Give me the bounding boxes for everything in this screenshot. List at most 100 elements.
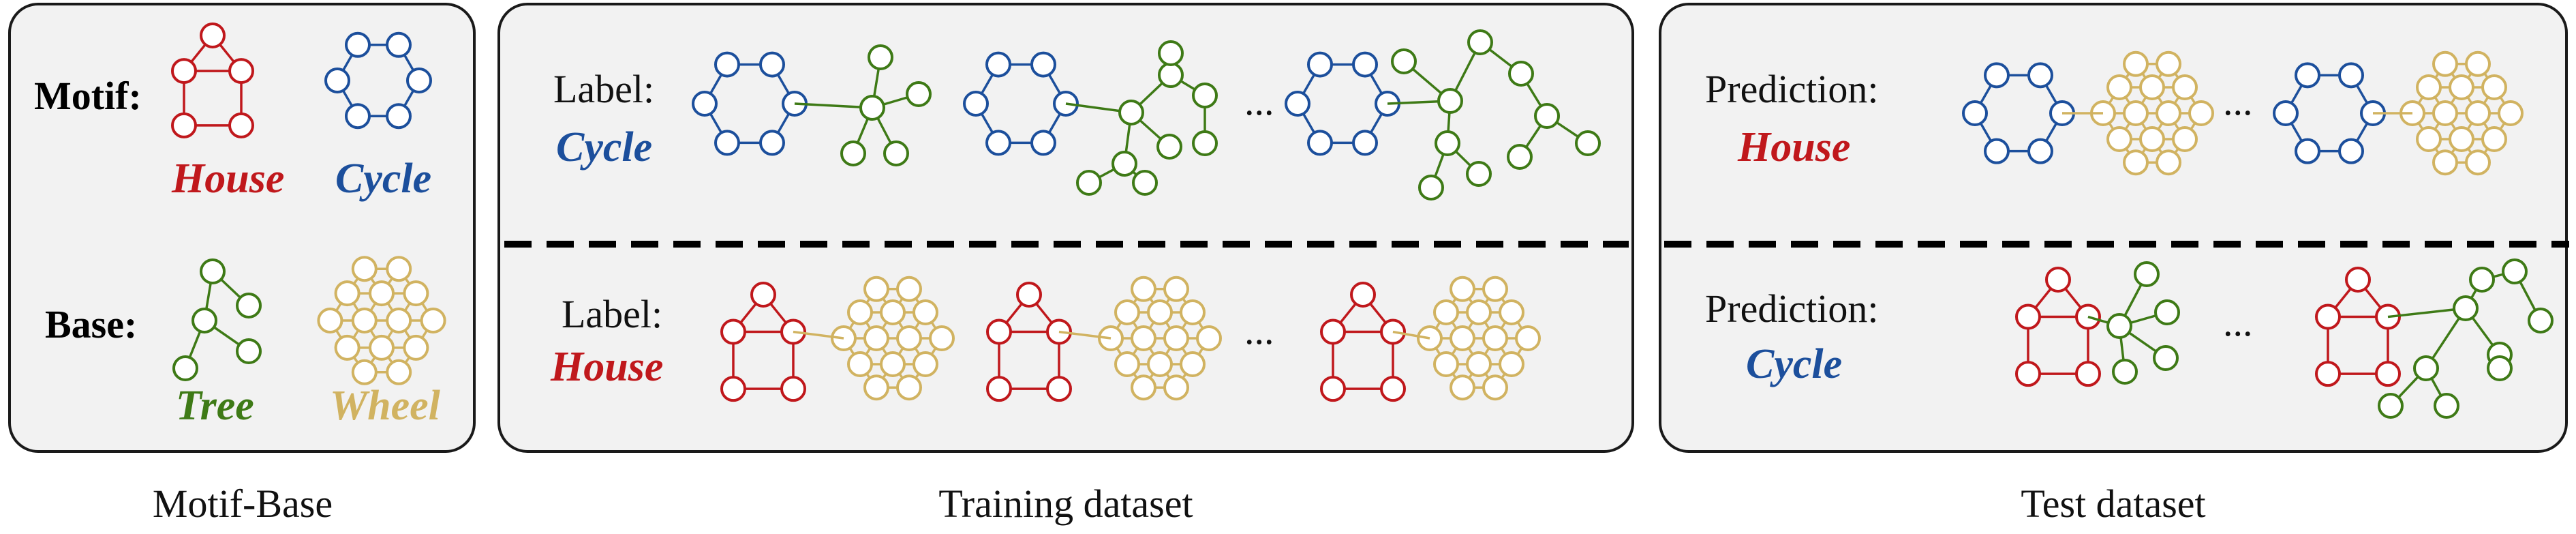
graph-node: [986, 376, 1012, 402]
graph-node: [1499, 299, 1524, 325]
graph-node: [1507, 144, 1533, 170]
graph-node: [2123, 100, 2149, 126]
test-cycle-sample-2: [2315, 258, 2554, 419]
graph-node: [1466, 161, 1492, 187]
graph-node: [2106, 74, 2132, 100]
graph-node: [1433, 299, 1459, 325]
graph-node: [2172, 126, 2198, 152]
training-house-sample-1: [720, 276, 955, 402]
graph-node: [929, 325, 955, 351]
graph-node: [345, 31, 371, 58]
training-house-sample-3: [1320, 276, 1541, 402]
graph-node: [317, 308, 343, 333]
motif-house-graph: [171, 23, 254, 138]
graph-node: [236, 293, 262, 318]
training-row1-class: Cycle: [556, 124, 652, 170]
graph-node: [2416, 74, 2442, 100]
graph-node: [985, 51, 1011, 78]
graph-node: [1984, 62, 2010, 89]
test-row2-label: Prediction:: [1705, 286, 1879, 331]
graph-node: [369, 280, 395, 307]
graph-node: [1180, 299, 1206, 325]
graph-node: [759, 130, 785, 156]
graph-node: [2453, 295, 2479, 321]
graph-node: [2487, 355, 2513, 381]
graph-node: [369, 334, 395, 361]
graph-node: [386, 359, 412, 385]
graph-node: [1192, 130, 1218, 156]
graph-node: [351, 359, 378, 385]
graph-node: [1450, 325, 1475, 351]
graph-node: [2375, 361, 2401, 387]
graph-node: [2123, 149, 2149, 176]
graph-node: [420, 308, 446, 333]
graph-drawings: [171, 23, 2554, 419]
graph-node: [1307, 130, 1333, 156]
graph-node: [1391, 48, 1417, 74]
graph-node: [406, 68, 432, 93]
graph-node: [692, 91, 718, 117]
graph-node: [868, 44, 893, 70]
graph-node: [1515, 325, 1541, 351]
graph-node: [228, 58, 254, 85]
graph-node: [403, 280, 429, 307]
graph-node: [2469, 267, 2495, 293]
graph-node: [759, 51, 785, 78]
graph-node: [1131, 276, 1156, 302]
test-house-sample-1: [1962, 50, 2214, 176]
graph-node: [2465, 100, 2491, 126]
graph-node: [1030, 51, 1056, 78]
graph-node: [2345, 267, 2371, 293]
graph-node: [172, 355, 198, 381]
graph-node: [228, 112, 254, 138]
test-row1-ellipsis: ...: [2223, 79, 2253, 123]
graph-node: [2481, 126, 2507, 152]
graph-node: [351, 256, 378, 282]
graph-node: [2449, 74, 2474, 100]
graph-node: [880, 299, 906, 325]
graph-node: [1499, 351, 1524, 377]
graph-node: [1450, 276, 1475, 302]
graph-node: [1131, 374, 1156, 401]
graph-node: [1984, 138, 2010, 164]
graph-node: [1163, 374, 1189, 401]
house-name: House: [171, 155, 284, 202]
test-panel: [1659, 3, 2568, 453]
graph-node: [1131, 325, 1156, 351]
graph-node: [2465, 149, 2491, 176]
graph-node: [1016, 282, 1042, 308]
graph-node: [2295, 62, 2320, 89]
graph-node: [351, 308, 378, 333]
graph-node: [896, 325, 922, 351]
test-row1-label: Prediction:: [1705, 67, 1879, 111]
training-cycle-sample-3: [1285, 29, 1601, 201]
graph-node: [2315, 361, 2341, 387]
base-label: Base:: [45, 302, 137, 346]
graph-node: [1285, 91, 1310, 117]
graph-node: [714, 130, 740, 156]
training-caption: Training dataset: [938, 481, 1193, 526]
motif-cycle-graph: [324, 31, 432, 130]
graph-node: [1437, 88, 1463, 114]
graph-node: [1352, 130, 1378, 156]
graph-node: [2075, 361, 2101, 387]
graph-node: [2106, 313, 2132, 339]
graph-node: [1482, 276, 1508, 302]
graph-node: [403, 334, 429, 361]
graph-node: [2139, 74, 2165, 100]
graph-node: [1030, 130, 1056, 156]
graph-node: [1352, 51, 1378, 78]
graph-node: [2156, 100, 2181, 126]
graph-node: [1450, 374, 1475, 401]
graph-node: [1192, 83, 1218, 108]
graph-node: [1132, 170, 1158, 196]
graph-node: [2139, 126, 2165, 152]
graph-node: [1158, 40, 1184, 66]
graph-node: [2498, 100, 2524, 126]
graph-node: [896, 374, 922, 401]
graph-node: [2502, 258, 2528, 284]
graph-node: [2027, 138, 2053, 164]
graph-node: [1163, 325, 1189, 351]
graph-node: [714, 51, 740, 78]
graph-node: [334, 280, 361, 307]
